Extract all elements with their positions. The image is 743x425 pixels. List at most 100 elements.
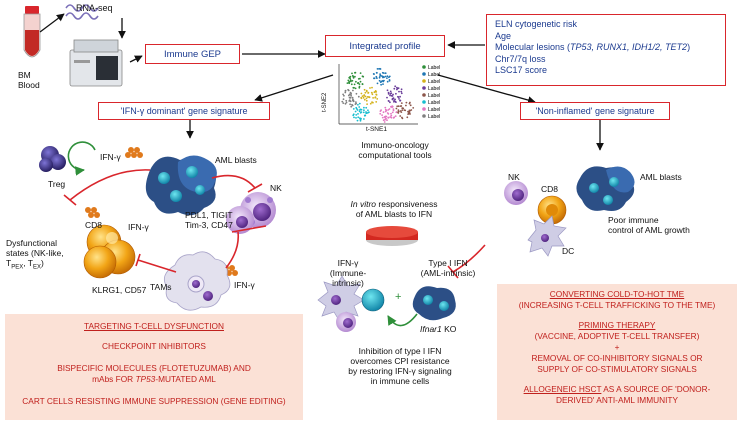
treg-cell-icon	[39, 146, 66, 172]
allogeneic-line1: ALLOGENEIC HSCT AS A SOURCE OF 'DONOR-	[523, 384, 711, 394]
tsne-point	[363, 106, 365, 109]
tsne-point	[400, 92, 403, 95]
tsne-point	[350, 95, 352, 97]
tsne-point	[351, 96, 354, 99]
converting-heading: CONVERTING COLD-TO-HOT TME	[549, 289, 685, 299]
sequencer-icon	[69, 39, 123, 87]
ifn-gamma-cd8-label: IFN-γ	[128, 222, 149, 232]
ifn-gamma-label: IFN-γ	[100, 152, 121, 162]
panel-heading: TARGETING T-CELL DYSFUNCTION	[84, 321, 224, 331]
tsne-xlabel: t-SNE1	[366, 126, 387, 133]
tsne-point	[354, 75, 356, 78]
tsne-point	[357, 95, 360, 98]
tsne-point	[398, 90, 400, 93]
tsne-point	[365, 106, 368, 109]
tsne-point	[354, 71, 356, 74]
tsne-point	[357, 113, 359, 115]
tsne-point	[387, 93, 390, 95]
ifn-loop-arrow	[387, 313, 418, 327]
tsne-point	[357, 103, 359, 106]
tsne-point	[395, 107, 398, 110]
checkpoint-inhibitors: CHECKPOINT INHIBITORS	[102, 341, 206, 351]
tsne-point	[369, 102, 372, 105]
tsne-point	[379, 68, 382, 70]
dendritic-cell-icon	[527, 215, 567, 257]
tsne-point	[385, 115, 388, 118]
tsne-point	[392, 97, 395, 100]
tsne-point	[361, 95, 364, 97]
tsne-point	[367, 96, 370, 98]
tsne-legend-label: Label	[428, 72, 440, 78]
tsne-point	[359, 117, 361, 120]
tsne-point	[355, 117, 357, 119]
tsne-point	[387, 109, 390, 111]
tsne-point	[360, 96, 363, 99]
risk-factors-box: ELN cytogenetic risk Age Molecular lesio…	[486, 14, 726, 86]
nk-cell-icon	[226, 192, 276, 234]
tsne-point	[387, 91, 390, 94]
tsne-point	[391, 105, 394, 108]
tsne-point	[366, 103, 368, 105]
tsne-point	[347, 89, 350, 92]
tsne-point	[386, 119, 388, 122]
tsne-point	[381, 114, 383, 116]
ifnar1-ko-label: Ifnar1 KO	[420, 324, 457, 334]
removal-line1: REMOVAL OF CO-INHIBITORY SIGNALS OR	[531, 353, 703, 363]
tsne-point	[356, 82, 359, 85]
tsne-point	[384, 72, 387, 75]
tsne-point	[387, 116, 390, 119]
tsne-point	[351, 72, 353, 75]
tsne-point	[391, 111, 394, 114]
tsne-point	[383, 76, 385, 79]
tsne-point	[364, 114, 367, 117]
removal-line2: SUPPLY OF CO-STIMULATORY SIGNALS	[537, 364, 697, 374]
plus-sign: +	[395, 291, 402, 303]
tsne-point	[355, 106, 358, 109]
cd8-label-right: CD8	[541, 184, 559, 194]
age: Age	[495, 30, 512, 41]
tsne-point	[399, 115, 402, 117]
tsne-point	[346, 82, 349, 84]
tsne-point	[361, 83, 364, 86]
tsne-point	[344, 91, 347, 94]
ifnar1-ko-blasts-icon	[412, 286, 456, 321]
tsne-point	[363, 109, 365, 112]
targeting-dysfunction-panel: TARGETING T-CELL DYSFUNCTION CHECKPOINT …	[5, 314, 303, 420]
tsne-legend-label: Label	[428, 114, 440, 120]
tsne-point	[348, 96, 351, 99]
tsne-point	[399, 99, 401, 102]
lsc17-score: LSC17 score	[495, 65, 548, 76]
tsne-point	[364, 95, 367, 98]
tsne-point	[348, 100, 351, 102]
tsne-point	[394, 100, 397, 103]
tsne-ylabel: t-SNE2	[322, 92, 328, 112]
tsne-point	[393, 100, 395, 103]
tsne-point	[382, 111, 385, 114]
tsne-point	[352, 114, 355, 117]
tsne-legend-label: Label	[428, 93, 440, 99]
tsne-point	[371, 86, 373, 89]
tsne-point	[354, 110, 357, 113]
tsne-point	[407, 110, 409, 113]
tsne-point	[388, 76, 390, 79]
tsne-point	[360, 108, 363, 111]
tsne-point	[381, 116, 384, 119]
klrg1-label: KLRG1, CD57	[92, 285, 147, 295]
tsne-point	[394, 85, 397, 88]
tsne-point	[359, 72, 362, 74]
tsne-point	[344, 102, 347, 105]
tsne-point	[386, 75, 389, 78]
tsne-point	[358, 83, 361, 85]
tsne-point	[401, 116, 403, 119]
tsne-point	[372, 73, 375, 75]
tsne-point	[380, 80, 383, 83]
priming-heading: PRIMING THERAPY	[578, 320, 656, 330]
tsne-point	[379, 73, 381, 75]
tsne-point	[342, 98, 345, 101]
tsne-point	[368, 111, 370, 114]
aml-blasts-label-right: AML blasts	[640, 172, 682, 182]
tsne-point	[365, 99, 368, 102]
panel-plus: +	[614, 342, 620, 352]
